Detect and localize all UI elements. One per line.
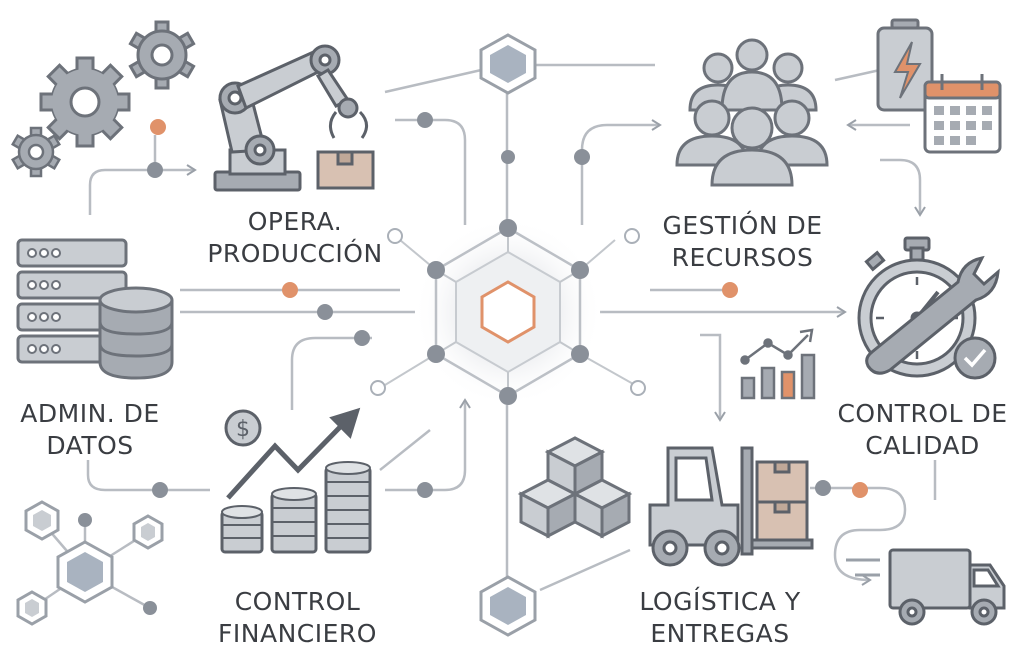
label-financiero-line1: CONTROL <box>234 587 361 616</box>
label-datos-line1: ADMIN. DE <box>20 399 160 428</box>
label-calidad-line1: CONTROL DE <box>837 399 1008 428</box>
label-financiero-line2: FINANCIERO <box>218 619 377 648</box>
label-recursos-line1: GESTIÓN DE <box>662 211 823 240</box>
server-database-icon <box>16 238 174 380</box>
battery-icon <box>876 18 934 112</box>
svg-text:$: $ <box>236 417 250 442</box>
label-recursos-line2: RECURSOS <box>671 243 814 272</box>
people-group-icon <box>675 38 829 187</box>
label-produccion: OPERA. PRODUCCIÓN <box>205 206 385 270</box>
connector-lines <box>86 63 937 592</box>
coins-growth-chart-icon: $ <box>220 407 372 554</box>
label-produccion-line1: OPERA. <box>247 207 343 236</box>
robot-arm-icon <box>213 44 375 192</box>
central-hub-icon <box>370 217 646 407</box>
small-bar-chart-icon <box>740 328 816 400</box>
label-financiero: CONTROL FINANCIERO <box>200 586 395 650</box>
label-calidad-line2: CALIDAD <box>865 431 980 460</box>
calendar-icon <box>923 74 1002 154</box>
label-datos: ADMIN. DE DATOS <box>0 398 180 462</box>
forklift-icon <box>648 446 814 567</box>
hex-node-bottom <box>479 575 537 637</box>
stacked-cubes-icon <box>517 436 633 539</box>
delivery-truck-icon <box>846 548 1006 626</box>
label-datos-line2: DATOS <box>46 431 134 460</box>
hex-network-icon <box>16 500 164 626</box>
connector-dots <box>147 112 868 498</box>
label-logistica: LOGÍSTICA Y ENTREGAS <box>620 586 820 650</box>
label-logistica-line1: LOGÍSTICA Y <box>639 587 801 616</box>
stopwatch-wrench-icon <box>857 236 1000 380</box>
label-produccion-line2: PRODUCCIÓN <box>207 239 383 268</box>
label-calidad: CONTROL DE CALIDAD <box>825 398 1020 462</box>
label-recursos: GESTIÓN DE RECURSOS <box>655 210 830 274</box>
gears-icon <box>11 20 196 178</box>
hex-node-top <box>479 33 537 95</box>
label-logistica-line2: ENTREGAS <box>650 619 790 648</box>
